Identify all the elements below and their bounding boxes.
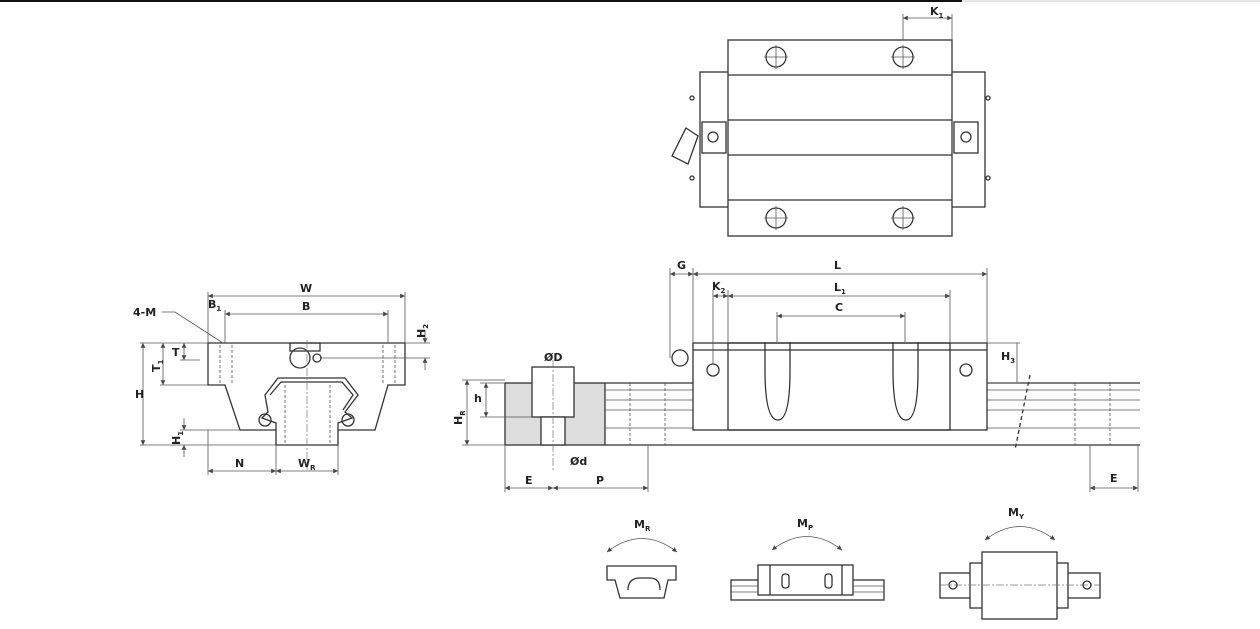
side-view: G L K2 L1 C H3 ØD h HR Ød E P E [452,259,1140,492]
dim-HR: HR [452,410,467,425]
top-view: K1 [671,5,991,237]
dim-WR: WR [298,457,316,472]
svg-text:MR: MR [634,518,651,533]
dim-E: E [525,474,533,487]
dim-H1: H1 [170,431,185,445]
dim-P: P [596,474,604,487]
moment-yaw-icon: MY [939,506,1101,620]
dim-od: Ød [570,455,587,468]
dim-N: N [235,457,244,470]
svg-text:MY: MY [1008,506,1025,521]
dim-H3: H3 [1001,350,1015,365]
grease-nipple-icon [671,349,689,367]
dim-H2: H2 [415,324,430,338]
dim-K1: K1 [930,5,944,20]
dim-C: C [835,301,843,314]
dim-B1: B1 [208,298,221,313]
mounting-hole-icon [764,45,788,69]
label-4M: 4-M [133,306,156,319]
dim-G: G [677,259,686,272]
dim-E-end: E [1110,472,1118,485]
dim-T: T [172,346,180,359]
dim-OD: ØD [544,351,562,364]
mounting-hole-icon [764,206,788,230]
svg-text:MP: MP [797,517,813,532]
dim-W: W [300,282,312,295]
dim-L: L [834,259,841,272]
mounting-hole-icon [891,45,915,69]
dim-B: B [302,300,310,313]
dim-H: H [135,388,144,401]
dim-h: h [474,392,482,405]
dim-T1: T1 [150,359,165,372]
dim-L1: L1 [834,281,846,296]
moment-pitch-icon: MP [730,517,885,601]
moment-roll-icon: MR [606,518,678,599]
dim-K2: K2 [712,280,726,295]
mounting-hole-icon [891,206,915,230]
front-view: W B B1 4-M H2 H T1 T H1 N WR [133,282,430,475]
grease-nipple-icon [671,127,699,165]
